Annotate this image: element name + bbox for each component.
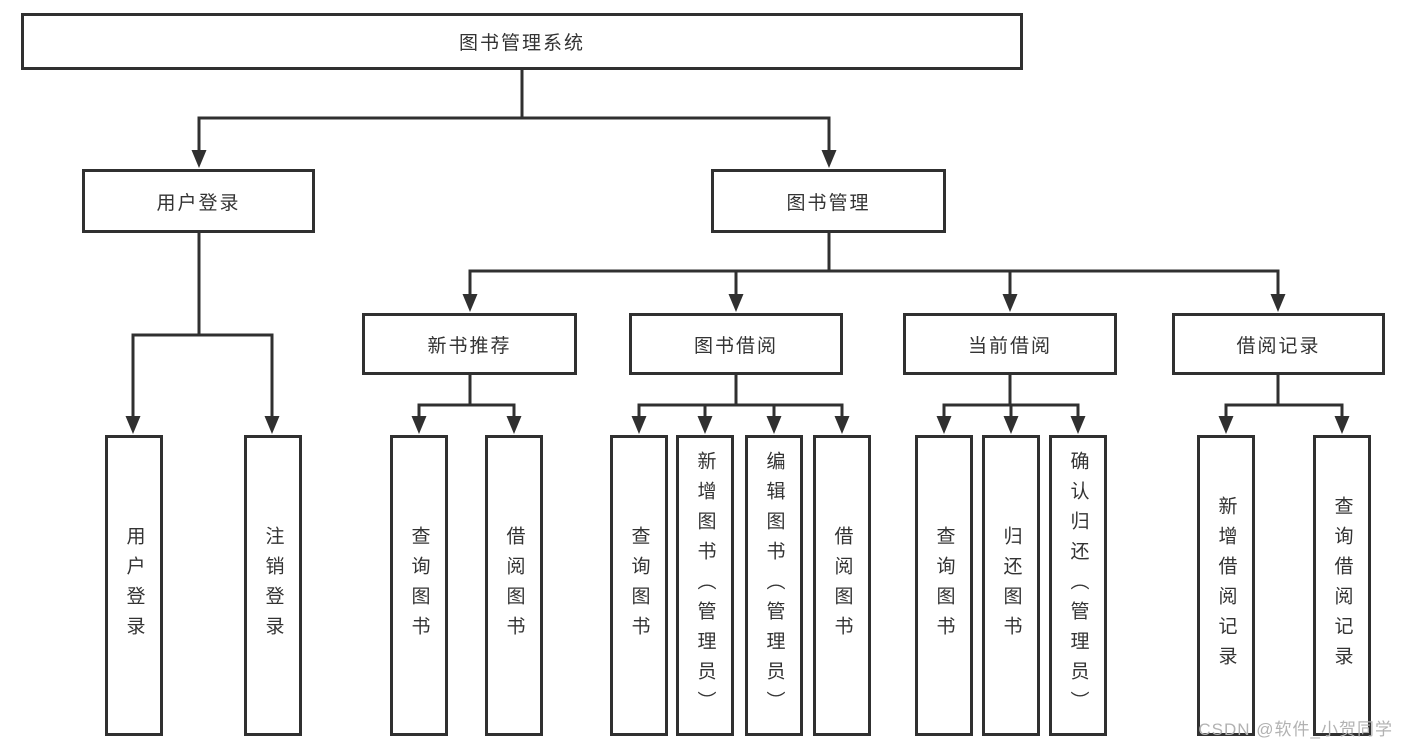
node-borrow-record: 借阅记录 bbox=[1172, 313, 1385, 375]
leaf-current-query-book-label: 查询图书 bbox=[933, 525, 955, 646]
leaf-edit-book-admin-label: 编辑图书（管理员） bbox=[763, 450, 785, 721]
leaf-return-book-label: 归还图书 bbox=[1000, 525, 1022, 646]
watermark: CSDN @软件_小贺同学 bbox=[1198, 720, 1393, 739]
arrowhead-icon bbox=[936, 416, 952, 434]
arrowhead-icon bbox=[411, 416, 427, 434]
node-user-login: 用户登录 bbox=[82, 169, 315, 233]
node-root: 图书管理系统 bbox=[21, 13, 1023, 70]
node-current-borrow-label: 当前借阅 bbox=[967, 335, 1052, 357]
arrowhead-icon bbox=[834, 416, 850, 434]
node-current-borrow: 当前借阅 bbox=[903, 313, 1117, 375]
leaf-borrow-query-book: 查询图书 bbox=[610, 435, 668, 736]
arrowhead-icon bbox=[462, 294, 478, 312]
node-root-label: 图书管理系统 bbox=[458, 33, 585, 54]
arrowhead-icon bbox=[264, 416, 280, 434]
leaf-add-borrow-record: 新增借阅记录 bbox=[1197, 435, 1255, 736]
leaf-query-borrow-record: 查询借阅记录 bbox=[1313, 435, 1371, 736]
leaf-borrow-query-book-label: 查询图书 bbox=[628, 525, 650, 646]
leaf-confirm-return-admin: 确认归还（管理员） bbox=[1049, 435, 1107, 736]
leaf-recommend-borrow-book-label: 借阅图书 bbox=[503, 525, 525, 646]
leaf-confirm-return-admin-label: 确认归还（管理员） bbox=[1067, 450, 1089, 721]
node-user-login-label: 用户登录 bbox=[156, 192, 241, 214]
arrowhead-icon bbox=[1270, 294, 1286, 312]
node-book-management: 图书管理 bbox=[711, 169, 946, 233]
node-book-borrow-label: 图书借阅 bbox=[693, 335, 778, 357]
leaf-add-book-admin-label: 新增图书（管理员） bbox=[694, 450, 716, 721]
arrowhead-icon bbox=[1070, 416, 1086, 434]
leaf-user-login: 用户登录 bbox=[105, 435, 163, 736]
arrowhead-icon bbox=[766, 416, 782, 434]
arrowhead-icon bbox=[821, 150, 837, 168]
arrowhead-icon bbox=[1218, 416, 1234, 434]
node-new-book-recommend-label: 新书推荐 bbox=[427, 335, 512, 357]
node-new-book-recommend: 新书推荐 bbox=[362, 313, 577, 375]
leaf-borrow-book-label: 借阅图书 bbox=[831, 525, 853, 646]
arrowhead-icon bbox=[1003, 416, 1019, 434]
leaf-borrow-book: 借阅图书 bbox=[813, 435, 871, 736]
arrowhead-icon bbox=[631, 416, 647, 434]
leaf-query-borrow-record-label: 查询借阅记录 bbox=[1331, 495, 1353, 676]
arrowhead-icon bbox=[728, 294, 744, 312]
leaf-recommend-borrow-book: 借阅图书 bbox=[485, 435, 543, 736]
leaf-edit-book-admin: 编辑图书（管理员） bbox=[745, 435, 803, 736]
arrowhead-icon bbox=[125, 416, 141, 434]
arrowhead-icon bbox=[191, 150, 207, 168]
leaf-recommend-query-book: 查询图书 bbox=[390, 435, 448, 736]
leaf-user-login-label: 用户登录 bbox=[123, 525, 145, 646]
leaf-logout-label: 注销登录 bbox=[262, 525, 284, 646]
arrowhead-icon bbox=[697, 416, 713, 434]
leaf-return-book: 归还图书 bbox=[982, 435, 1040, 736]
arrowhead-icon bbox=[1334, 416, 1350, 434]
arrowhead-icon bbox=[506, 416, 522, 434]
leaf-add-borrow-record-label: 新增借阅记录 bbox=[1215, 495, 1237, 676]
leaf-current-query-book: 查询图书 bbox=[915, 435, 973, 736]
node-borrow-record-label: 借阅记录 bbox=[1236, 335, 1321, 357]
node-book-management-label: 图书管理 bbox=[786, 192, 871, 214]
node-book-borrow: 图书借阅 bbox=[629, 313, 843, 375]
leaf-add-book-admin: 新增图书（管理员） bbox=[676, 435, 734, 736]
arrowhead-icon bbox=[1002, 294, 1018, 312]
leaf-logout: 注销登录 bbox=[244, 435, 302, 736]
leaf-recommend-query-book-label: 查询图书 bbox=[408, 525, 430, 646]
